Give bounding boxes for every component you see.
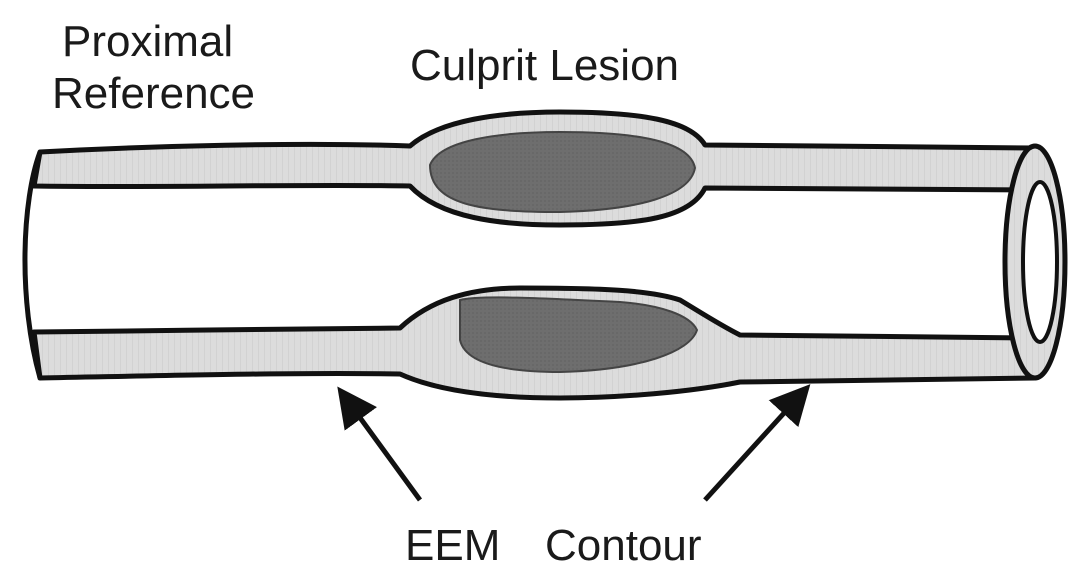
upper-plaque — [430, 132, 695, 212]
label-contour: Contour — [545, 521, 702, 565]
label-culprit-lesion: Culprit Lesion — [410, 41, 679, 90]
arrow-right — [705, 390, 805, 500]
label-reference: Reference — [52, 69, 255, 118]
arrow-left — [342, 393, 420, 500]
vessel-end-lumen — [1023, 182, 1057, 342]
label-proximal: Proximal — [62, 17, 233, 66]
label-eem: EEM — [405, 521, 500, 565]
